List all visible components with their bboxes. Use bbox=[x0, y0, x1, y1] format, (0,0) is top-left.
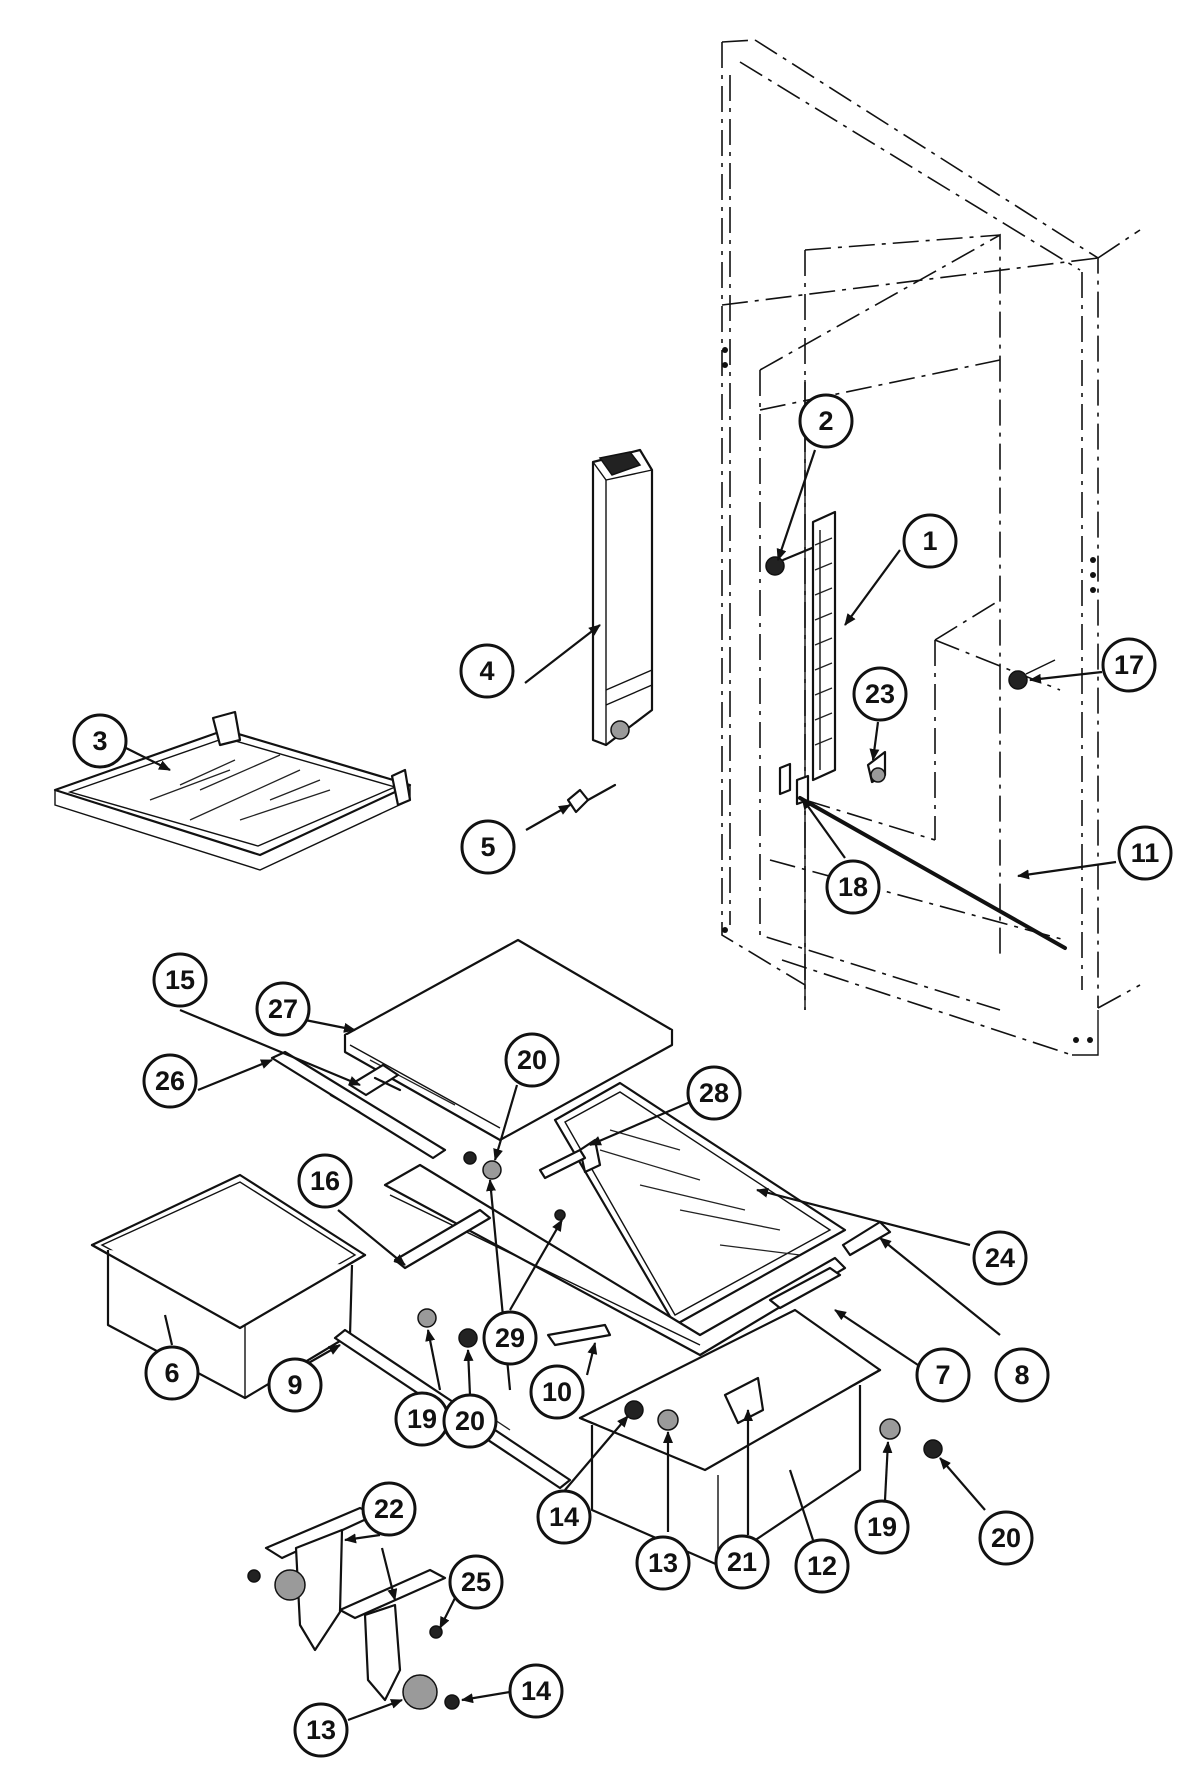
callout-16: 16 bbox=[297, 1153, 353, 1209]
callout-20c-label: 20 bbox=[991, 1523, 1021, 1553]
callout-20b: 20 bbox=[442, 1393, 498, 1449]
callout-16-label: 16 bbox=[310, 1166, 340, 1196]
rail-part-15 bbox=[348, 1063, 402, 1097]
callout-26-label: 26 bbox=[155, 1066, 185, 1096]
callout-24: 24 bbox=[972, 1230, 1028, 1286]
callout-20a-label: 20 bbox=[517, 1045, 547, 1075]
callout-23: 23 bbox=[852, 666, 908, 722]
callout-13a-label: 13 bbox=[648, 1548, 678, 1578]
air-duct-part bbox=[591, 448, 654, 747]
callout-28-label: 28 bbox=[699, 1078, 729, 1108]
rail-part-26 bbox=[270, 1050, 447, 1160]
callout-19a: 19 bbox=[394, 1391, 450, 1447]
callout-9-label: 9 bbox=[287, 1370, 302, 1400]
callout-28: 28 bbox=[686, 1065, 742, 1121]
callout-24-label: 24 bbox=[985, 1243, 1015, 1273]
shelf-ladder-part bbox=[811, 510, 837, 782]
callout-15-label: 15 bbox=[165, 965, 195, 995]
callout-25: 25 bbox=[448, 1554, 504, 1610]
callout-20c: 20 bbox=[978, 1510, 1034, 1566]
roller-part-13a bbox=[657, 1409, 679, 1431]
callout-6-label: 6 bbox=[164, 1358, 179, 1388]
callout-2-label: 2 bbox=[818, 406, 833, 436]
callout-10-label: 10 bbox=[542, 1377, 572, 1407]
callout-29: 29 bbox=[482, 1310, 538, 1366]
wheel-part-20b bbox=[458, 1328, 478, 1348]
leader-lines bbox=[119, 449, 1117, 1722]
bracket-part-21 bbox=[723, 1376, 765, 1425]
wheel-part-19b bbox=[879, 1418, 901, 1440]
callout-7-label: 7 bbox=[935, 1360, 950, 1390]
clip-part-18 bbox=[778, 762, 810, 806]
callout-12-label: 12 bbox=[807, 1551, 837, 1581]
crisper-glass-part bbox=[553, 1081, 847, 1327]
callout-25-label: 25 bbox=[461, 1567, 491, 1597]
callout-20b-label: 20 bbox=[455, 1406, 485, 1436]
callout-3-label: 3 bbox=[92, 726, 107, 756]
hinge-assembly-part bbox=[247, 1506, 460, 1710]
wheel-part-20a bbox=[463, 1151, 502, 1180]
callout-19b: 19 bbox=[854, 1499, 910, 1555]
callout-14b-label: 14 bbox=[521, 1676, 551, 1706]
callout-2: 2 bbox=[798, 393, 854, 449]
callout-14a-label: 14 bbox=[549, 1502, 579, 1532]
screw-part-5 bbox=[566, 783, 617, 814]
callout-29-label: 29 bbox=[495, 1323, 525, 1353]
callout-3: 3 bbox=[72, 713, 128, 769]
callout-14a: 14 bbox=[536, 1489, 592, 1545]
callout-27-label: 27 bbox=[268, 994, 298, 1024]
callout-22: 22 bbox=[361, 1481, 417, 1537]
callout-21: 21 bbox=[714, 1534, 770, 1590]
callout-1: 1 bbox=[902, 513, 958, 569]
callout-5-label: 5 bbox=[480, 832, 495, 862]
callout-13b: 13 bbox=[293, 1702, 349, 1758]
callout-1-label: 1 bbox=[922, 526, 937, 556]
wheel-part-19a bbox=[417, 1308, 437, 1328]
rod-part-11 bbox=[798, 796, 1067, 950]
callout-13b-label: 13 bbox=[306, 1715, 336, 1745]
slide-part-16 bbox=[393, 1208, 492, 1270]
callout-12: 12 bbox=[794, 1538, 850, 1594]
screw-part-2 bbox=[765, 546, 814, 576]
support-part-28 bbox=[538, 1138, 602, 1180]
callout-23-label: 23 bbox=[865, 679, 895, 709]
callout-7: 7 bbox=[915, 1347, 971, 1403]
callout-17-label: 17 bbox=[1114, 650, 1144, 680]
clip-part-10 bbox=[546, 1323, 612, 1347]
wheel-part-20c bbox=[923, 1439, 943, 1459]
callout-27: 27 bbox=[255, 981, 311, 1037]
cabinet-outline bbox=[721, 39, 1141, 1056]
callout-4: 4 bbox=[459, 643, 515, 699]
callout-8-label: 8 bbox=[1014, 1360, 1029, 1390]
callout-20a: 20 bbox=[504, 1032, 560, 1088]
glass-shelf-part bbox=[53, 710, 412, 871]
callout-5: 5 bbox=[460, 819, 516, 875]
pan-drawer-part bbox=[578, 1308, 882, 1567]
callout-13a: 13 bbox=[635, 1535, 691, 1591]
callout-19a-label: 19 bbox=[407, 1404, 437, 1434]
shelf-frame-part bbox=[383, 1163, 892, 1357]
clip-part-29 bbox=[554, 1209, 566, 1221]
callout-19b-label: 19 bbox=[867, 1512, 897, 1542]
callout-10: 10 bbox=[529, 1364, 585, 1420]
roller-part-14a bbox=[624, 1400, 644, 1420]
callout-6: 6 bbox=[144, 1345, 200, 1401]
callout-14b: 14 bbox=[508, 1663, 564, 1719]
callout-15: 15 bbox=[152, 952, 208, 1008]
callout-18: 18 bbox=[825, 859, 881, 915]
callout-22-label: 22 bbox=[374, 1494, 404, 1524]
callout-4-label: 4 bbox=[479, 656, 494, 686]
bracket-part-23 bbox=[866, 750, 887, 784]
callout-11: 11 bbox=[1117, 825, 1173, 881]
callout-9: 9 bbox=[267, 1357, 323, 1413]
screw-part-17 bbox=[1008, 659, 1056, 690]
callout-18-label: 18 bbox=[838, 872, 868, 902]
callout-17: 17 bbox=[1101, 637, 1157, 693]
callout-26: 26 bbox=[142, 1053, 198, 1109]
callout-11-label: 11 bbox=[1131, 838, 1160, 868]
callout-8: 8 bbox=[994, 1347, 1050, 1403]
callout-21-label: 21 bbox=[727, 1547, 757, 1577]
